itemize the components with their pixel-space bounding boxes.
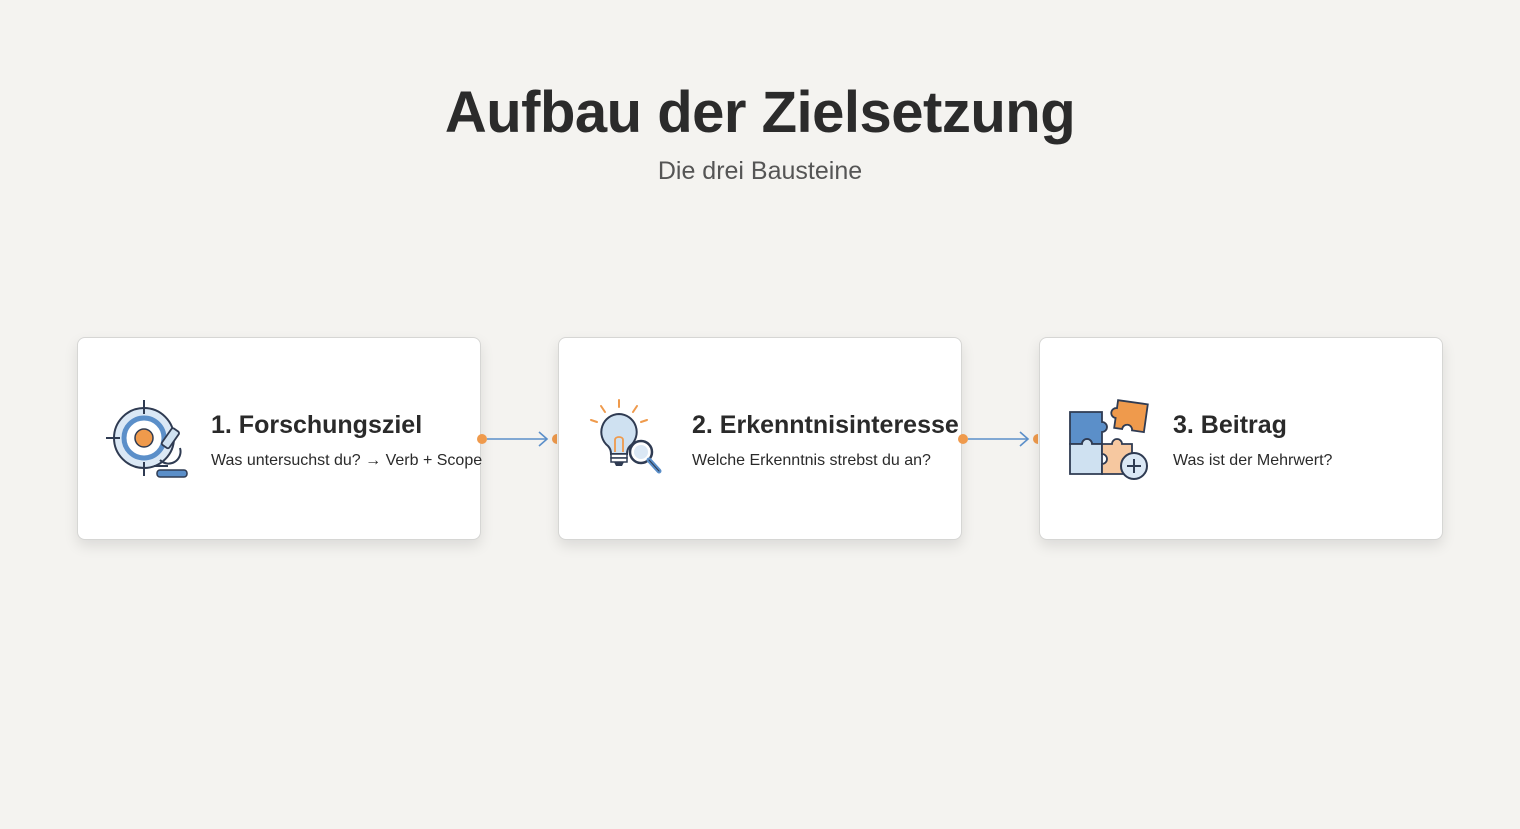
page-title: Aufbau der Zielsetzung <box>444 80 1076 145</box>
step-description: Was ist der Mehrwert? <box>1173 452 1333 469</box>
target-microscope-icon <box>106 400 188 478</box>
step-card-beitrag: 3. Beitrag Was ist der Mehrwert? <box>1039 337 1443 540</box>
puzzle-plus-icon <box>1069 399 1149 480</box>
step-card-erkenntnisinteresse: 2. Erkenntnisinteresse Welche Erkenntnis… <box>558 337 962 540</box>
lightbulb-magnifier-icon <box>590 399 662 474</box>
step-card-forschungsziel: 1. Forschungsziel Was untersuchst du? → … <box>77 337 483 540</box>
step-title: 3. Beitrag <box>1173 411 1287 439</box>
arrow-connector <box>958 431 1038 447</box>
step-description: Welche Erkenntnis strebst du an? <box>692 452 931 469</box>
page-subtitle: Die drei Bausteine <box>657 157 863 185</box>
arrow-connector <box>477 431 557 447</box>
step-description: Was untersuchst du? → Verb + Scope <box>211 452 483 469</box>
step-title: 2. Erkenntnisinteresse <box>692 411 959 439</box>
step-title: 1. Forschungsziel <box>211 411 423 439</box>
